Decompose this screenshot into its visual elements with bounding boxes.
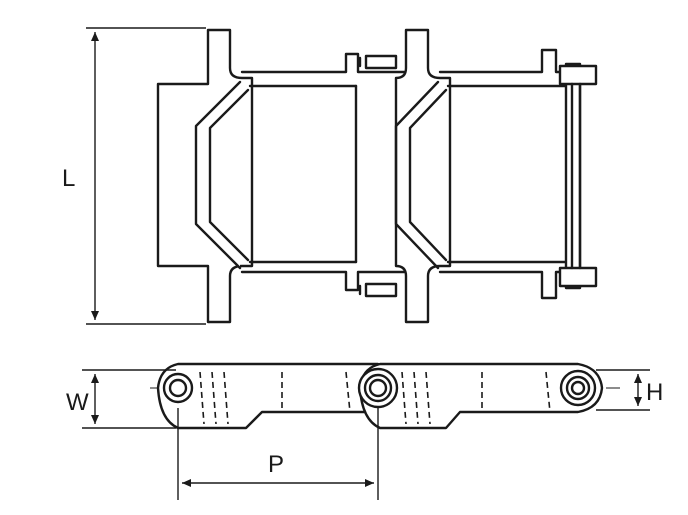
label-height: H: [646, 379, 663, 406]
dimension-height: H: [596, 369, 663, 411]
pin-3: [559, 369, 597, 407]
dimension-pitch: P: [177, 408, 379, 500]
label-pitch: P: [268, 451, 284, 478]
pin-1: [162, 372, 194, 404]
top-view-link-1: [156, 28, 406, 324]
pin-2: [357, 367, 399, 409]
label-length: L: [62, 165, 75, 192]
label-width: W: [66, 389, 89, 416]
dimension-length: L: [62, 27, 206, 325]
side-view: W H P: [66, 362, 663, 500]
dimension-width: W: [66, 369, 176, 429]
top-view-link-2: [394, 28, 598, 324]
top-view: L: [62, 27, 598, 325]
